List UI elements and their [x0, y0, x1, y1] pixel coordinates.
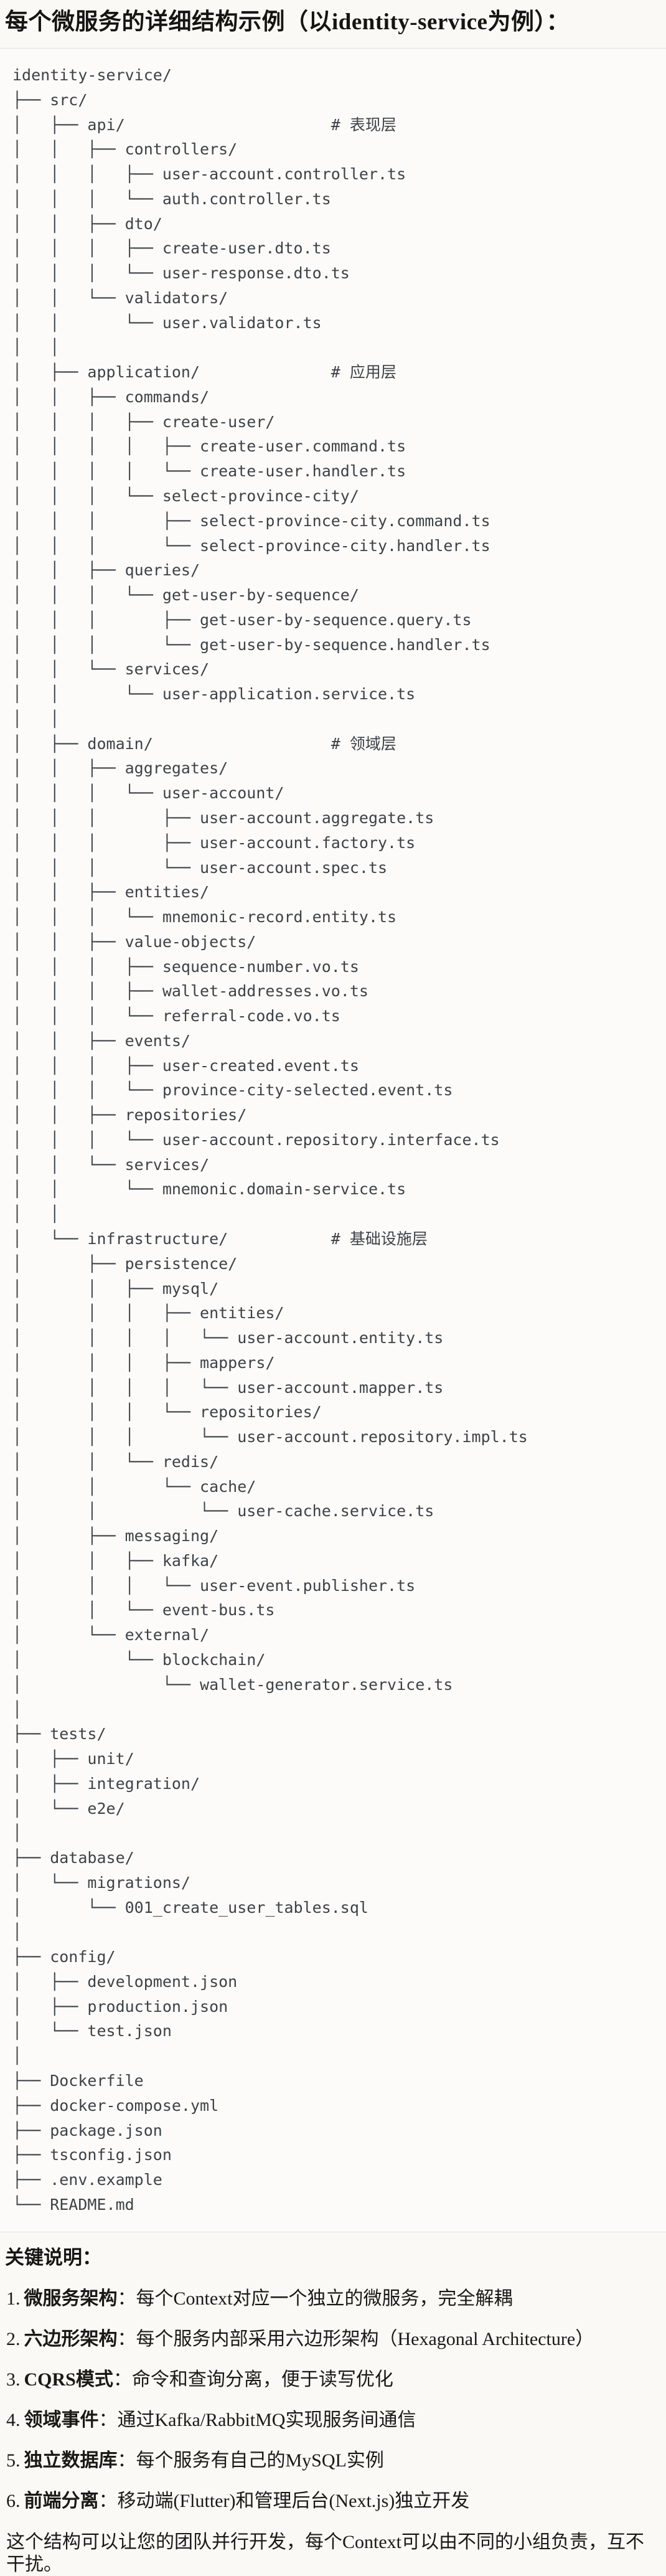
notes-section: 关键说明： 1.微服务架构：每个Context对应一个独立的微服务，完全解耦 2…: [0, 2246, 666, 2576]
notes-heading: 关键说明：: [5, 2246, 101, 2268]
item-separator: ：: [98, 2490, 118, 2511]
item-term: CQRS模式: [24, 2369, 113, 2390]
item-term: 六边形架构: [24, 2328, 118, 2349]
item-description: 每个Context对应一个独立的微服务，完全解耦: [136, 2288, 513, 2309]
item-separator: ：: [117, 2450, 136, 2471]
item-description: 通过Kafka/RabbitMQ实现服务间通信: [117, 2409, 416, 2430]
item-term: 领域事件: [24, 2409, 99, 2430]
page-title: 每个微服务的详细结构示例（以identity-service为例）：: [5, 9, 570, 35]
item-separator: ：: [117, 2288, 136, 2309]
notes-list: 1.微服务架构：每个Context对应一个独立的微服务，完全解耦 2.六边形架构…: [5, 2288, 661, 2512]
closing-paragraph: 这个结构可以让您的团队并行开发，每个Context可以由不同的小组负责，互不干扰…: [6, 2531, 644, 2575]
item-description: 命令和查询分离，便于读写优化: [131, 2369, 393, 2390]
directory-tree: identity-service/ ├── src/ │ ├── api/ # …: [12, 66, 528, 2214]
item-number: 4.: [6, 2409, 21, 2430]
item-term: 微服务架构: [24, 2288, 118, 2309]
list-item: 6.前端分离：移动端(Flutter)和管理后台(Next.js)独立开发: [6, 2490, 661, 2512]
item-description: 每个服务内部采用六边形架构（Hexagonal Architecture）: [136, 2328, 594, 2349]
item-separator: ：: [98, 2409, 118, 2430]
item-separator: ：: [113, 2369, 132, 2390]
list-item: 5.独立数据库：每个服务有自己的MySQL实例: [6, 2450, 661, 2472]
item-number: 2.: [6, 2328, 21, 2349]
item-number: 3.: [6, 2369, 21, 2390]
list-item: 4.领域事件：通过Kafka/RabbitMQ实现服务间通信: [6, 2409, 661, 2432]
item-number: 5.: [6, 2450, 21, 2471]
item-term: 独立数据库: [24, 2450, 118, 2471]
item-number: 6.: [6, 2490, 21, 2511]
code-block: identity-service/ ├── src/ │ ├── api/ # …: [0, 48, 666, 2232]
item-separator: ：: [117, 2328, 136, 2349]
item-description: 移动端(Flutter)和管理后台(Next.js)独立开发: [117, 2490, 470, 2511]
list-item: 3.CQRS模式：命令和查询分离，便于读写优化: [6, 2369, 661, 2391]
item-number: 1.: [6, 2288, 21, 2309]
item-description: 每个服务有自己的MySQL实例: [136, 2450, 384, 2471]
list-item: 1.微服务架构：每个Context对应一个独立的微服务，完全解耦: [6, 2288, 661, 2310]
item-term: 前端分离: [24, 2490, 99, 2511]
list-item: 2.六边形架构：每个服务内部采用六边形架构（Hexagonal Architec…: [6, 2328, 661, 2351]
